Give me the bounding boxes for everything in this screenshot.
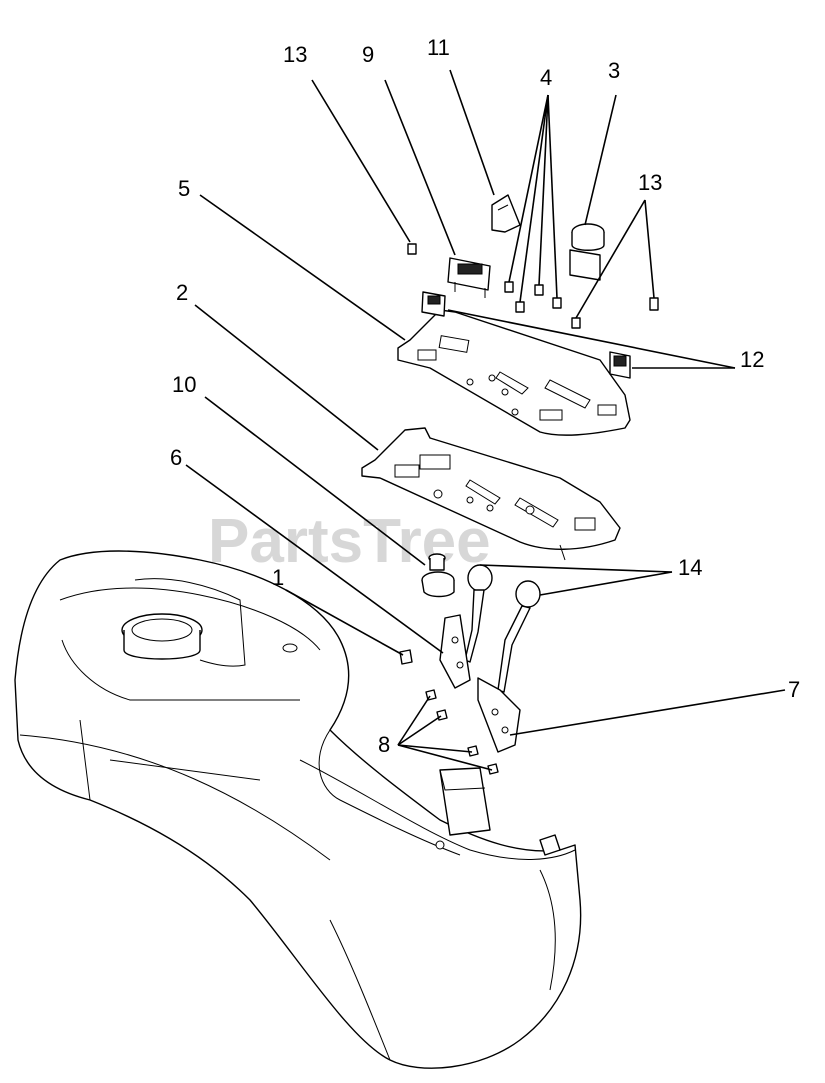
bracket-6 — [439, 614, 471, 689]
screws-4 — [504, 281, 562, 313]
leader-lines — [185, 69, 786, 771]
panel-plate-2 — [361, 427, 621, 561]
callout-4: 4 — [540, 65, 552, 90]
callout-7: 7 — [788, 677, 800, 702]
clip-1 — [399, 649, 413, 665]
callout-11: 11 — [427, 35, 450, 60]
callout-8: 8 — [378, 732, 390, 757]
callout-10: 10 — [172, 372, 196, 397]
bracket-7 — [477, 677, 521, 753]
switch-12-right — [609, 351, 631, 379]
callout-3: 3 — [608, 58, 620, 83]
switch-12-left — [421, 291, 446, 317]
callout-labels: 13 9 11 4 3 13 5 2 12 10 6 14 1 7 8 — [170, 35, 800, 757]
switch-9 — [447, 257, 491, 298]
cover-11 — [491, 194, 521, 233]
screws-13 — [407, 243, 659, 329]
callout-14: 14 — [678, 555, 702, 580]
levers-14 — [464, 564, 541, 693]
callout-9: 9 — [362, 42, 374, 67]
callout-2: 2 — [176, 280, 188, 305]
switch-3 — [569, 223, 605, 281]
callout-13-right: 13 — [638, 170, 662, 195]
callout-13: 13 — [283, 42, 307, 67]
watermark: PartsTree — [208, 507, 491, 576]
callout-1: 1 — [272, 565, 284, 590]
callout-5: 5 — [178, 176, 190, 201]
panel-plate-5 — [397, 309, 631, 436]
callout-6: 6 — [170, 445, 182, 470]
nuts-8 — [425, 689, 499, 775]
callout-12: 12 — [740, 347, 764, 372]
ignition-switch-10 — [421, 553, 455, 598]
console-body — [14, 550, 582, 1069]
